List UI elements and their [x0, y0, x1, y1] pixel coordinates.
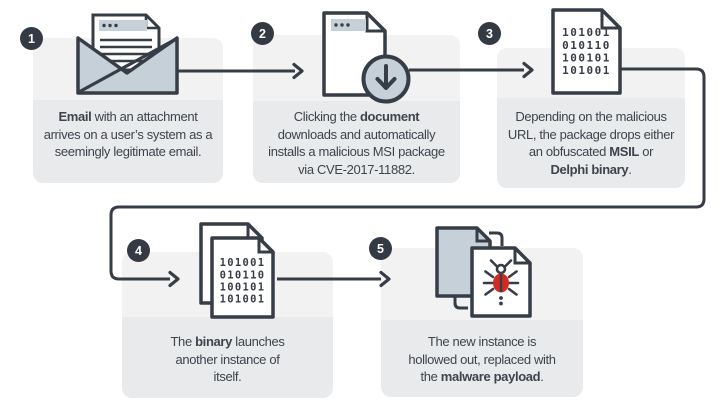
- connector-arrow-step4-step5: [277, 270, 391, 288]
- process-hollowing-malware-icon: [435, 226, 532, 318]
- step3-text-panel: [497, 98, 685, 188]
- binary-row: 100101: [220, 282, 266, 294]
- step2-number-badge: 2: [251, 22, 274, 45]
- binary-row: 100101: [562, 52, 611, 65]
- email-envelope-icon: [76, 13, 179, 95]
- step1-number-badge: 1: [20, 27, 43, 50]
- step4-number-badge: 4: [127, 239, 150, 262]
- binary-row: 010110: [220, 270, 266, 282]
- connector-arrow-step3-step4: [109, 67, 706, 288]
- connector-arrow-step1-step2: [177, 62, 304, 80]
- document-download-icon: [322, 11, 411, 104]
- step5-text-panel: [381, 320, 583, 397]
- binary-row: 101001: [562, 64, 611, 77]
- binary-copies-icon: 101001 010110 100101 101001: [199, 222, 275, 319]
- step5-number-badge: 5: [369, 237, 392, 260]
- connector-arrow-step2-step3: [409, 61, 534, 79]
- binary-row: 101001: [562, 26, 611, 39]
- bug-icon: [482, 259, 520, 306]
- step3-number-badge: 3: [478, 22, 501, 45]
- step4-text-panel: [122, 317, 333, 398]
- binary-file-icon: 101001 010110 100101 101001: [551, 8, 622, 95]
- binary-row: 101001: [220, 257, 266, 269]
- swap-bracket-bottom: [453, 295, 468, 310]
- swap-bracket-top: [489, 231, 504, 246]
- download-arrow-icon: [361, 54, 411, 104]
- step2-text-panel: [253, 101, 460, 183]
- step1-text-panel: [33, 100, 223, 183]
- binary-row: 010110: [562, 39, 611, 52]
- binary-row: 101001: [220, 294, 266, 306]
